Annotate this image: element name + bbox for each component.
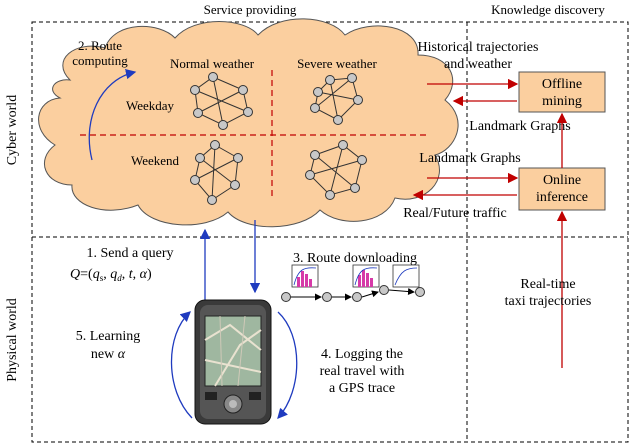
landmark-label-1: Landmark Graphs (469, 119, 570, 134)
weekend-label: Weekend (131, 153, 180, 168)
logging-label-1: 4. Logging the (321, 347, 403, 362)
logging-arrow (277, 311, 298, 419)
route-mini-charts (291, 264, 420, 288)
cloud-shape (38, 18, 459, 228)
outer-frame (31, 21, 629, 443)
route-computing-label-1: 2. Route (78, 38, 122, 53)
online-inference-box (518, 167, 606, 211)
taxi-icon (472, 379, 538, 415)
learning-label-1: 5. Learning (76, 329, 141, 344)
landmark-label-2: Landmark Graphs (419, 151, 520, 166)
realtime-label-2: taxi trajectories (505, 294, 592, 309)
normal-weather-label: Normal weather (170, 56, 255, 71)
landmark-graph-weekday-severe (310, 73, 363, 125)
route-chain (281, 285, 425, 302)
logging-label-3: a GPS trace (329, 381, 395, 396)
historical-label-2: and weather (444, 57, 512, 72)
weekday-label: Weekday (126, 98, 175, 113)
historical-label-1: Historical trajectories (418, 40, 539, 55)
send-query-label: 1. Send a query (86, 246, 173, 261)
severe-weather-label: Severe weather (297, 56, 377, 71)
route-computing-arrow (88, 68, 137, 161)
offline-mining-box (518, 71, 606, 113)
online-label-1: Online (543, 173, 581, 188)
header-service: Service providing (204, 2, 297, 17)
query-formula: Q=(qs, qd, t, α) (70, 267, 152, 283)
learning-arrow (170, 311, 193, 419)
taxi-icon (551, 379, 617, 415)
landmark-graph-weekend-severe (305, 140, 367, 200)
landmark-graph-weekday-normal (190, 72, 253, 130)
header-knowledge: Knowledge discovery (491, 2, 605, 17)
realtime-label-1: Real-time (520, 277, 575, 292)
offline-label-2: mining (542, 94, 582, 109)
label-physical-world: Physical world (5, 298, 20, 382)
route-downloading-label: 3. Route downloading (293, 251, 417, 266)
taxi-icon (489, 332, 555, 368)
real-future-traffic-label: Real/Future traffic (403, 206, 507, 221)
label-cyber-world: Cyber world (5, 95, 20, 165)
smartphone-icon (194, 299, 272, 425)
learning-label-2: new α (91, 347, 126, 362)
offline-label-1: Offline (542, 77, 582, 92)
route-computing-label-2: computing (72, 53, 128, 68)
logging-label-2: real travel with (320, 364, 405, 379)
online-label-2: inference (536, 190, 588, 205)
landmark-graph-weekend-normal (190, 140, 243, 205)
